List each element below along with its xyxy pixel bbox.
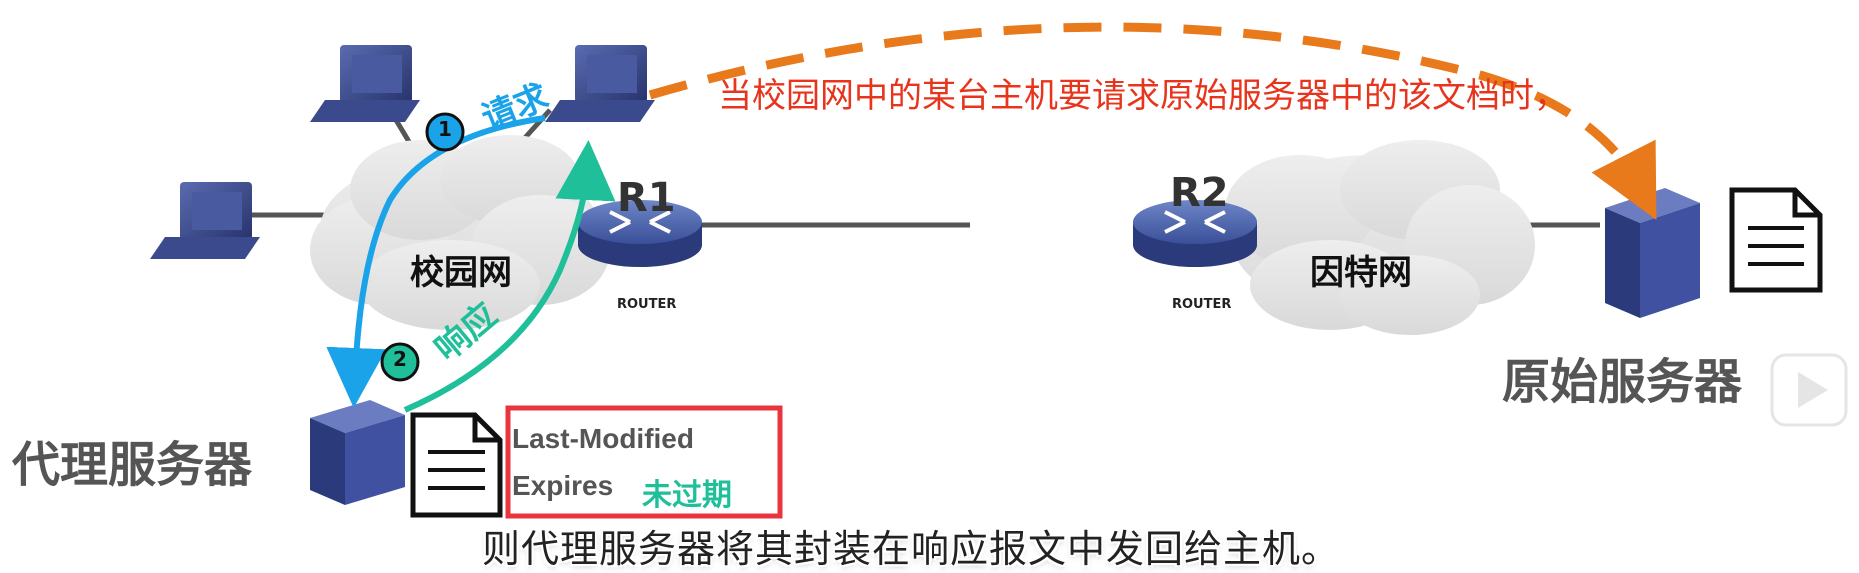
- last-modified-field: Last-Modified: [512, 423, 694, 454]
- expires-field: Expires: [512, 470, 614, 501]
- step-1-number: 1: [438, 117, 452, 141]
- response-arrow: [403, 140, 616, 413]
- document-highlight-box: [505, 405, 783, 519]
- proxy-server-icon: [310, 400, 405, 505]
- proxy-server-label: 代理服务器: [12, 437, 253, 493]
- campus-cloud-label: 校园网: [410, 253, 512, 293]
- internet-cloud: [1225, 140, 1535, 335]
- router-r2: [1133, 200, 1257, 267]
- origin-server-icon: [1605, 188, 1700, 318]
- router-r1-label: R1: [617, 175, 676, 221]
- step-1-badge: [425, 112, 465, 152]
- proxy-document-icon: [410, 412, 503, 518]
- subtitle-caption: 则代理服务器将其封装在响应报文中发回给主机。: [482, 527, 1341, 571]
- orange-dashed-arrow: [648, 22, 1657, 221]
- origin-document-icon: [1729, 187, 1823, 293]
- router-r2-caption: ROUTER: [1172, 297, 1232, 312]
- origin-server-label: 原始服务器: [1502, 354, 1743, 410]
- host-computer-3: [150, 182, 260, 259]
- step-2-number: 2: [393, 347, 407, 371]
- router-r1: [578, 200, 702, 267]
- play-icon: [1770, 353, 1848, 427]
- status-badge: 未过期: [642, 478, 732, 513]
- internet-cloud-label: 因特网: [1310, 253, 1412, 293]
- router-r2-label: R2: [1170, 170, 1229, 216]
- annotation-text: 当校园网中的某台主机要请求原始服务器中的该文档时，: [718, 76, 1568, 116]
- router-r1-caption: ROUTER: [617, 297, 677, 312]
- host-computer-2: [545, 45, 655, 122]
- request-arrow: [326, 115, 546, 408]
- host-computer-1: [310, 45, 420, 122]
- step-2-badge: [380, 342, 420, 382]
